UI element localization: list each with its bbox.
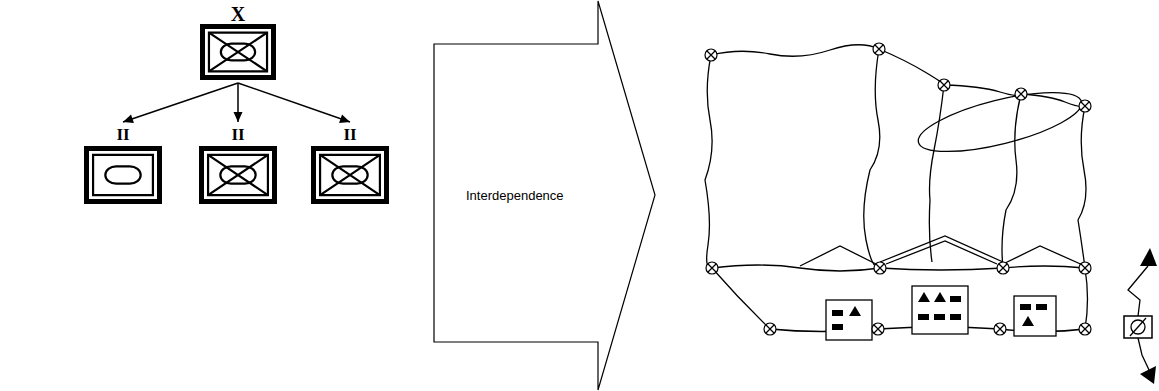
echelon-marker: II: [311, 124, 389, 146]
echelon-marker: X: [200, 4, 276, 24]
unit-symbol: [89, 151, 157, 199]
unit-symbol-box: II: [311, 124, 389, 204]
checkpoints: [705, 43, 1091, 335]
unit-frame: [84, 146, 162, 204]
unit-markers: [832, 292, 1047, 330]
road-network: [705, 45, 1088, 332]
unit-symbol: [205, 29, 271, 75]
unit-frame: [311, 146, 389, 204]
unit-symbol-box: II: [199, 124, 277, 204]
unit-frame: [200, 24, 276, 80]
echelon-marker: II: [199, 124, 277, 146]
unit-frame: [199, 146, 277, 204]
side-unit-symbol: [1124, 248, 1157, 384]
unit-symbol: [204, 151, 272, 199]
echelon-marker: II: [84, 124, 162, 146]
arrow-label: Interdependence: [466, 188, 564, 203]
command-arrow: [123, 83, 238, 123]
unit-symbol-box: X: [200, 4, 276, 80]
block-arrow: Interdependence: [433, 0, 658, 391]
houses: [800, 236, 1085, 340]
objective-area: [913, 80, 1087, 163]
command-arrow: [238, 83, 350, 123]
command-arrow: [234, 83, 243, 122]
unit-symbol-box: II: [84, 124, 162, 204]
unit-symbol: [316, 151, 384, 199]
